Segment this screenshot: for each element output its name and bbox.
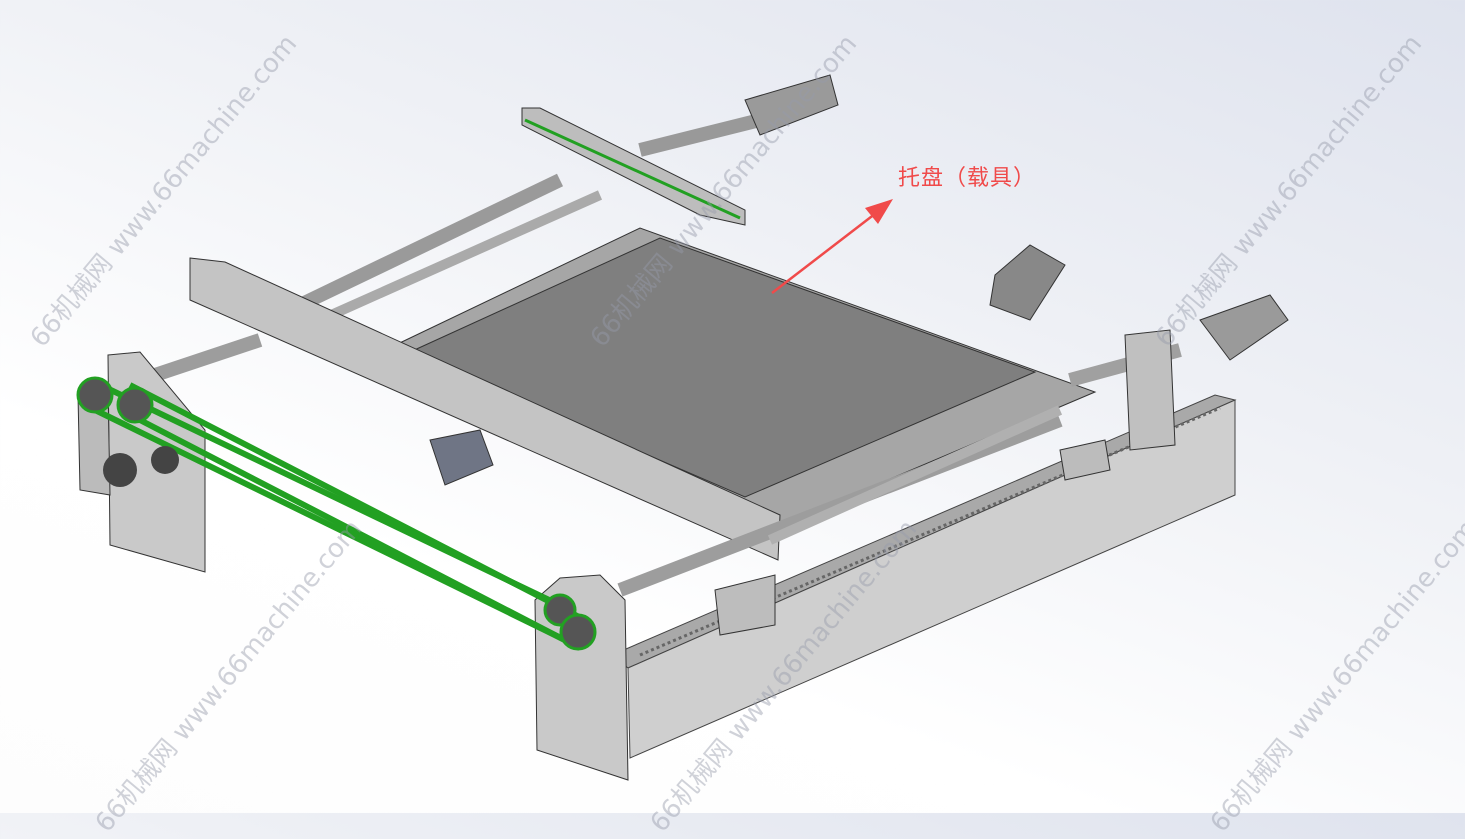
tray-label: 托盘（载具） <box>898 166 1037 191</box>
machine-render <box>76 74 1289 781</box>
motor-right <box>1199 294 1289 361</box>
motor-left <box>429 429 494 486</box>
motor-top <box>744 74 839 136</box>
annotation-arrow <box>771 209 881 294</box>
